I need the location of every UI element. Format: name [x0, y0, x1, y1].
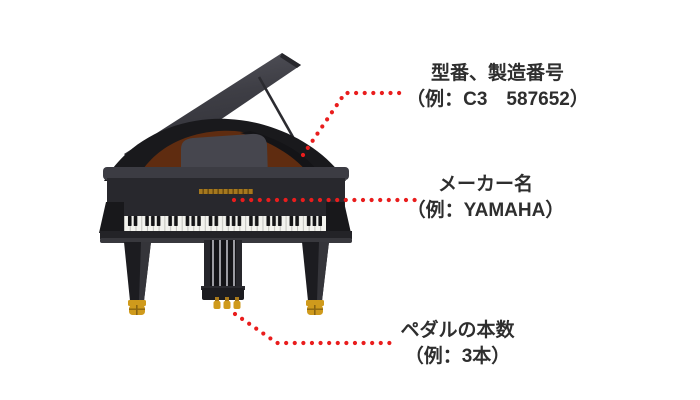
- annotation-maker-name-example: （例：YAMAHA）: [406, 200, 565, 221]
- annotation-maker-name-title: メーカー名: [437, 174, 533, 195]
- annotation-model-number-example: （例：C3 587652）: [406, 89, 589, 110]
- piano-legs: [124, 242, 329, 301]
- pedals: [213, 297, 241, 309]
- connector-pedal-count: [232, 311, 396, 346]
- annotation-model-number-title: 型番、製造番号: [430, 63, 564, 84]
- keyboard: [124, 216, 326, 231]
- pedal-lyre: [201, 240, 245, 300]
- connector-model-number: [300, 90, 403, 158]
- annotation-maker-name: メーカー名 （例：YAMAHA）: [378, 172, 593, 224]
- piano-body: [99, 167, 351, 233]
- annotation-model-number: 型番、製造番号 （例：C3 587652）: [390, 61, 605, 113]
- annotation-pedal-count: ペダルの本数 （例：3本）: [350, 318, 565, 370]
- connector-lines: [231, 90, 418, 346]
- caster-wheels: [128, 300, 324, 315]
- maker-logo-plate: [199, 189, 253, 194]
- annotation-pedal-count-title: ペダルの本数: [400, 320, 515, 341]
- annotation-pedal-count-example: （例：3本）: [404, 346, 511, 367]
